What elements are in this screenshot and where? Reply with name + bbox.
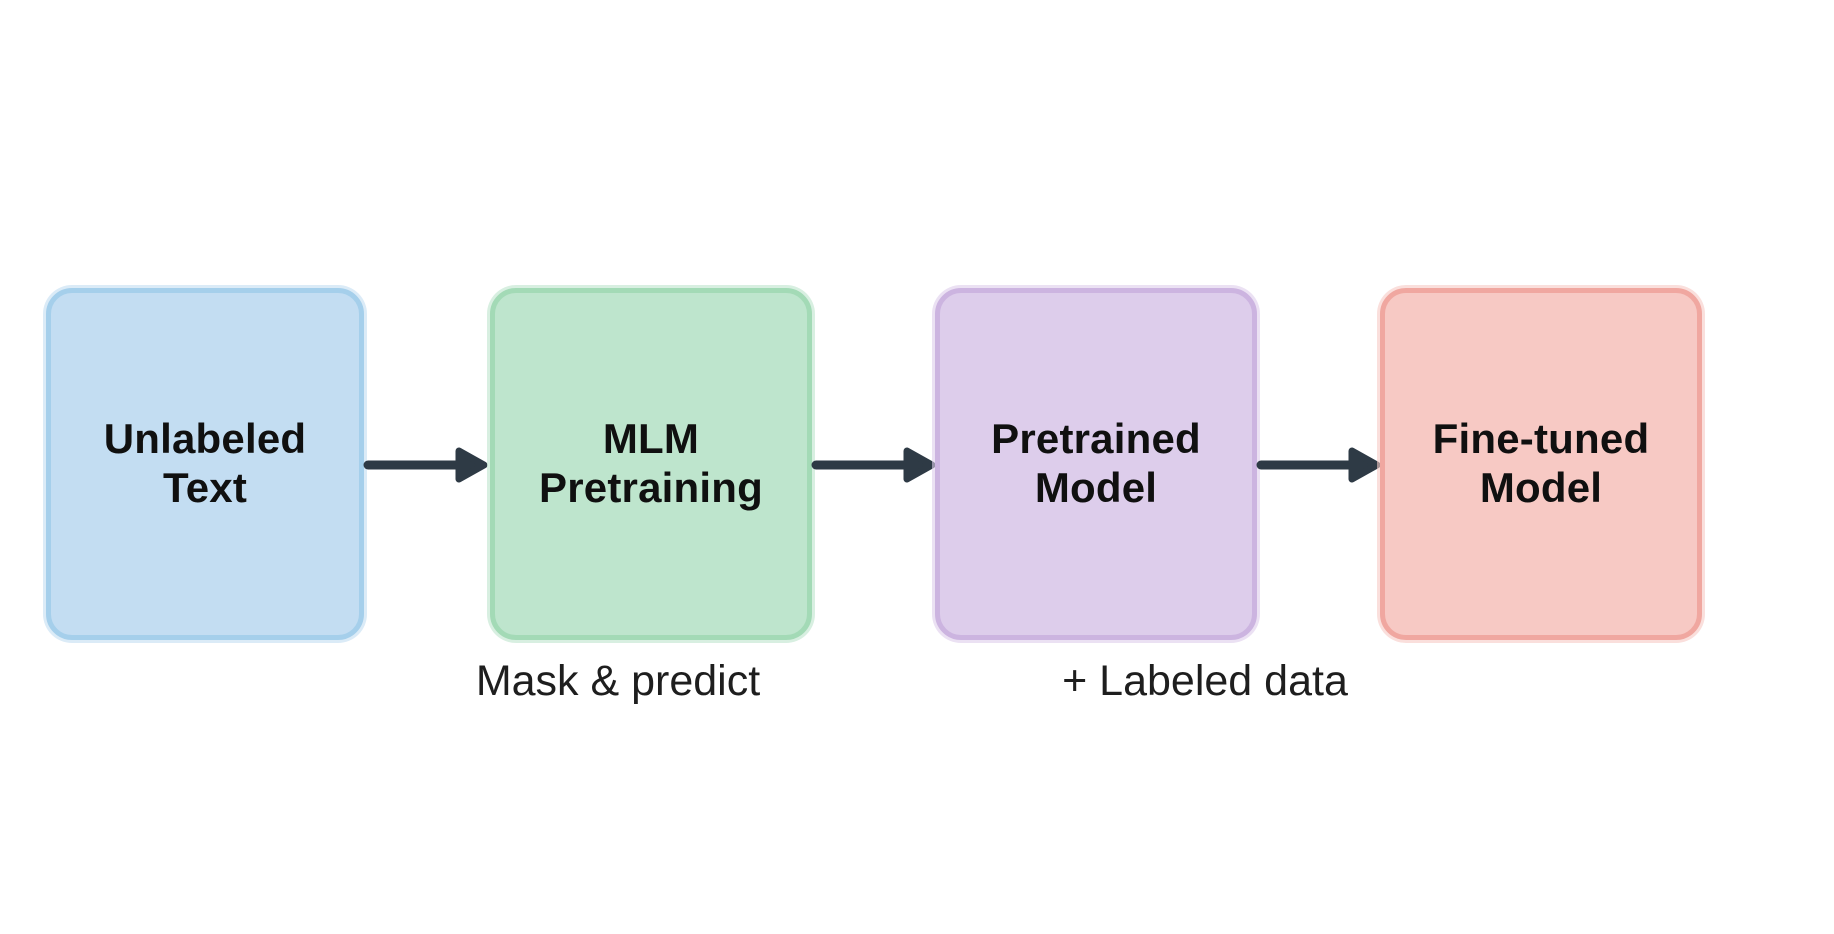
node-pretrained-model: Pretrained Model <box>935 288 1257 640</box>
node-label-line1: Pretrained <box>991 415 1201 463</box>
flow-arrow-icon <box>811 447 936 483</box>
annotation-mask-predict: Mask & predict <box>475 657 761 705</box>
node-fine-tuned-model: Fine-tuned Model <box>1380 288 1702 640</box>
node-label-line1: Unlabeled <box>103 415 307 463</box>
node-label-line2: Model <box>1479 464 1603 511</box>
arrowhead-icon <box>1348 447 1381 483</box>
node-label-line1: Fine-tuned <box>1432 415 1650 463</box>
arrowhead-icon <box>455 447 488 483</box>
flow-arrow-icon <box>363 447 488 483</box>
flow-arrow-icon <box>1256 447 1381 483</box>
node-mlm-pretraining: MLM Pretraining <box>490 288 812 640</box>
node-label-line2: Model <box>1034 464 1158 511</box>
node-label-line2: Pretraining <box>539 464 763 511</box>
node-label-line2: Text <box>162 464 248 511</box>
node-label-line1: MLM <box>602 415 700 463</box>
annotation-labeled-data: + Labeled data <box>1062 657 1348 705</box>
arrowhead-icon <box>903 447 936 483</box>
node-unlabeled-text: Unlabeled Text <box>46 288 364 640</box>
